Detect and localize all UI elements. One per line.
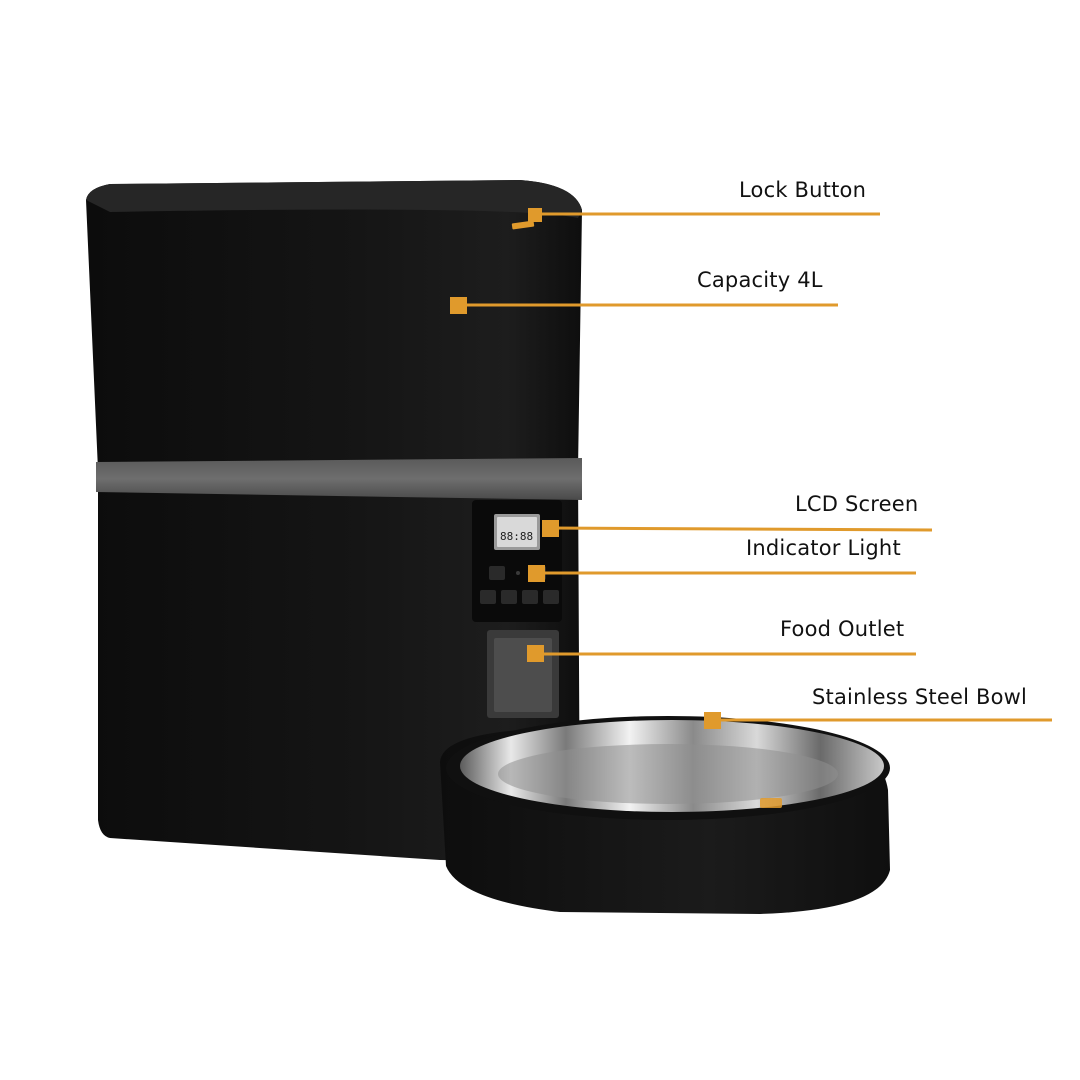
bowl-clip [760, 798, 782, 808]
lcd-screen-glass [497, 517, 537, 547]
panel-button-5[interactable] [522, 590, 538, 604]
panel-button-3[interactable] [480, 590, 496, 604]
callout-food-outlet: Food Outlet [780, 617, 905, 641]
indicator-light-dot [516, 571, 520, 575]
panel-button-6[interactable] [543, 590, 559, 604]
lock-button-tab[interactable] [511, 220, 535, 230]
panel-button-1[interactable] [489, 566, 505, 580]
callout-lcd-screen: LCD Screen [795, 492, 919, 516]
feeder-lid-edge [86, 180, 582, 218]
feeder-body [86, 180, 582, 861]
callout-bowl: Stainless Steel Bowl [812, 685, 1028, 709]
callout-lines [450, 208, 1052, 729]
lcd-digits: 88:88 [500, 530, 533, 543]
panel-button-4[interactable] [501, 590, 517, 604]
callout-indicator-light: Indicator Light [746, 536, 901, 560]
callout-capacity: Capacity 4L [697, 268, 823, 292]
callout-lock-button: Lock Button [739, 178, 867, 202]
feeder-band [96, 458, 582, 500]
bowl-inner [498, 744, 838, 804]
